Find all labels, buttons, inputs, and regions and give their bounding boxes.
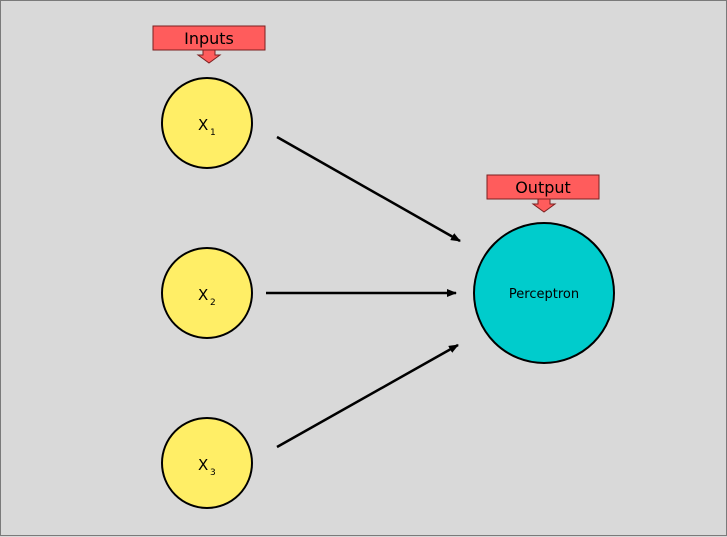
- inputs-callout: Inputs: [152, 25, 266, 64]
- output-callout: Output: [486, 174, 600, 213]
- perceptron-label: Perceptron: [509, 287, 579, 302]
- input-node-x3: X 3: [161, 417, 253, 509]
- inputs-callout-pointer: [196, 49, 222, 64]
- inputs-callout-box: [152, 25, 266, 51]
- output-callout-box: [486, 174, 600, 200]
- arrow-x3-to-perceptron: [276, 343, 459, 449]
- input-node-x2: X 2: [161, 247, 253, 339]
- arrow-x1-to-perceptron: [276, 135, 461, 243]
- perceptron-node: Perceptron: [473, 222, 615, 364]
- input-node-circle: [161, 247, 253, 339]
- input-node-x1: X 1: [161, 77, 253, 169]
- input-node-circle: [161, 417, 253, 509]
- input-node-label: X: [198, 456, 208, 474]
- input-node-subscript: 2: [210, 298, 216, 308]
- input-node-subscript: 1: [210, 128, 216, 138]
- output-label: Output: [515, 178, 571, 197]
- perceptron-circle: [473, 222, 615, 364]
- input-node-subscript: 3: [210, 468, 216, 478]
- output-callout-pointer: [531, 198, 557, 213]
- input-node-circle: [161, 77, 253, 169]
- input-node-label: X: [198, 116, 208, 134]
- inputs-label: Inputs: [184, 29, 234, 48]
- input-node-label: X: [198, 286, 208, 304]
